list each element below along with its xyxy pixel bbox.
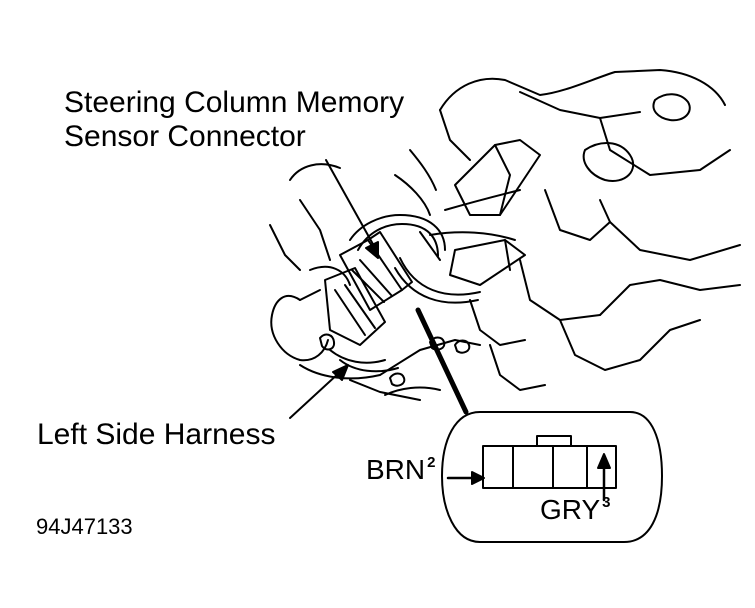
title-leader bbox=[325, 159, 379, 259]
connector-face bbox=[482, 435, 617, 489]
detail-bubble bbox=[441, 411, 663, 543]
brn-text: BRN bbox=[366, 454, 426, 485]
gry-pin-arrow bbox=[597, 453, 611, 502]
harness-leader bbox=[289, 364, 349, 419]
figure-id: 94J47133 bbox=[36, 514, 133, 539]
left-side-harness-label: Left Side Harness bbox=[37, 418, 276, 451]
gry-pin-number: 3 bbox=[602, 494, 611, 511]
brn-pin-arrow bbox=[446, 471, 485, 485]
brn-pin-number: 2 bbox=[427, 454, 436, 471]
memory-sensor-body bbox=[429, 139, 541, 286]
detail-callout-line bbox=[415, 307, 469, 415]
steering-column-body bbox=[269, 69, 741, 401]
gry-text: GRY bbox=[540, 494, 601, 525]
wire-harness bbox=[349, 214, 481, 304]
title-line-1: Steering Column Memory bbox=[64, 86, 405, 119]
harness-connector bbox=[270, 231, 413, 373]
title-line-2: Sensor Connector bbox=[64, 120, 306, 153]
